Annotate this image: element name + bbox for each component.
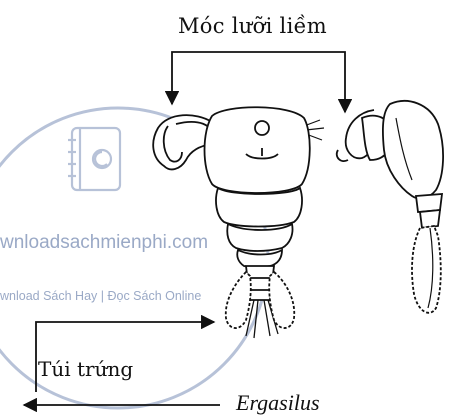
egg-sacs-label: Túi trứng — [38, 357, 133, 381]
ergasilus-lateral-view — [337, 101, 443, 313]
lateral-body — [383, 101, 443, 199]
ergasilus-dorsal-view — [153, 107, 324, 338]
lateral-segment-2 — [420, 210, 440, 228]
thorax-segment-3 — [237, 250, 282, 268]
thorax-segment-2 — [227, 224, 292, 251]
book-at-sign-icon — [68, 128, 120, 190]
genus-label: Ergasilus — [236, 390, 320, 416]
thorax-segment-1 — [216, 188, 302, 227]
lateral-egg-sac — [412, 226, 441, 313]
watermark-tagline-text: wnload Sách Hay | Đọc Sách Online — [0, 289, 201, 303]
left-egg-sac — [226, 272, 251, 328]
cephalothorax — [205, 107, 310, 193]
hook-claws-label: Móc lưỡi liềm — [178, 14, 327, 38]
right-egg-sac — [269, 272, 294, 328]
hook-pointer-lines — [172, 52, 345, 112]
eye-spot — [255, 121, 269, 135]
watermark-site-text: wnloadsachmienphi.com — [0, 232, 208, 254]
